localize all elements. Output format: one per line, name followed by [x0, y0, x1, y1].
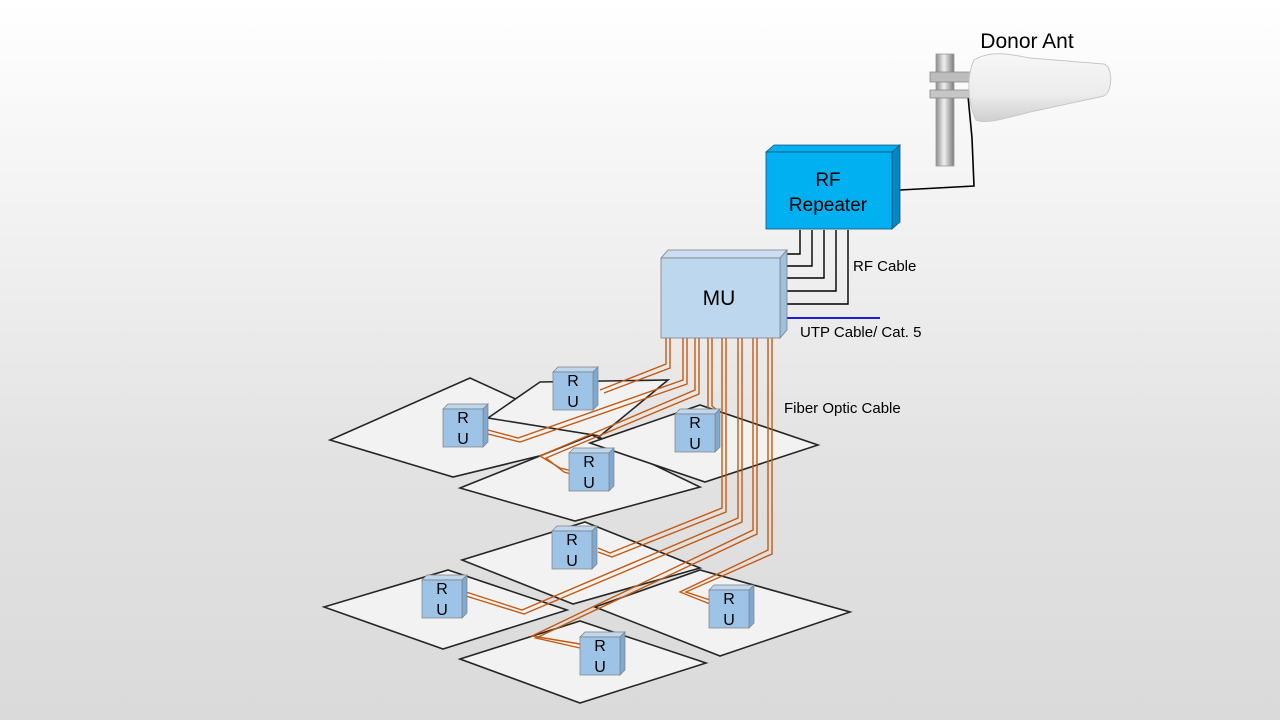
ru-label-line1: R: [723, 591, 735, 608]
mu-front: [660, 257, 781, 339]
fiber-cable: [465, 338, 739, 611]
fiber-cable: [487, 338, 684, 439]
ru-label-line1: R: [583, 454, 595, 471]
fiber-cable: [533, 338, 758, 649]
ru-label-line2: U: [583, 475, 595, 492]
donor-antenna-label: Donor Ant: [980, 30, 1074, 53]
ru-label-line1: R: [566, 532, 578, 549]
fiber-cable: [711, 338, 718, 411]
ru-label-line2: U: [566, 553, 578, 570]
rf-repeater-label-line2: Repeater: [789, 195, 868, 216]
remote-unit: R U: [579, 631, 626, 676]
fiber-cable: [465, 338, 743, 615]
remote-unit: R U: [442, 403, 489, 448]
utp-cable-label: UTP Cable/ Cat. 5: [800, 324, 921, 341]
rf-repeater-label-line1: RF: [815, 170, 840, 191]
rf-cable: [780, 230, 849, 305]
rf-cables: [780, 230, 849, 305]
antenna-bracket: [929, 71, 975, 83]
ru-label-line2: U: [594, 659, 606, 676]
fiber-cable: [684, 338, 773, 601]
remote-unit: R U: [568, 447, 615, 492]
remote-unit: R U: [421, 574, 468, 619]
fiber-cable: [678, 338, 769, 605]
ru-label-line1: R: [689, 415, 701, 432]
fiber-cable-label: Fiber Optic Cable: [784, 400, 901, 417]
rf-cable: [780, 230, 813, 267]
remote-unit: R U: [708, 584, 755, 629]
fiber-cable: [603, 338, 671, 394]
fiber-cable: [529, 338, 754, 645]
ru-label-line1: R: [567, 373, 579, 390]
rf-repeater-top: [764, 144, 902, 153]
ru-label-line2: U: [689, 436, 701, 453]
remote-units: R U R U R U R U: [421, 366, 755, 676]
donor-antenna: Donor Ant: [929, 30, 1112, 167]
rf-repeater: RF Repeater: [764, 144, 902, 230]
antenna-pole: [935, 53, 955, 167]
antenna-bracket: [929, 89, 975, 99]
fiber-cable: [599, 338, 667, 391]
antenna-cable: [899, 95, 975, 191]
fiber-cable: [597, 338, 723, 554]
mu-top: [660, 249, 788, 259]
ru-label-line2: U: [567, 394, 579, 411]
rf-repeater-side: [891, 144, 901, 230]
ru-label-line1: R: [436, 581, 448, 598]
rf-cable: [780, 230, 837, 292]
remote-unit: R U: [551, 525, 598, 570]
fiber-cable: [487, 338, 688, 443]
ru-label-line2: U: [723, 612, 735, 629]
antenna-body: [968, 53, 1112, 123]
ru-label-line2: U: [457, 431, 469, 448]
rf-repeater-front: [765, 151, 893, 230]
fiber-cable: [597, 338, 727, 558]
remote-unit: R U: [674, 408, 721, 453]
remote-unit: R U: [552, 366, 599, 411]
ru-label-line1: R: [594, 638, 606, 655]
rf-cable-label: RF Cable: [853, 258, 916, 275]
ru-label-line2: U: [436, 602, 448, 619]
mu-side: [779, 248, 788, 340]
fiber-cable: [538, 338, 696, 475]
ru-label-line1: R: [457, 410, 469, 427]
mu-label: MU: [703, 287, 736, 310]
master-unit: MU: [660, 248, 788, 340]
rf-cable: [780, 230, 825, 279]
